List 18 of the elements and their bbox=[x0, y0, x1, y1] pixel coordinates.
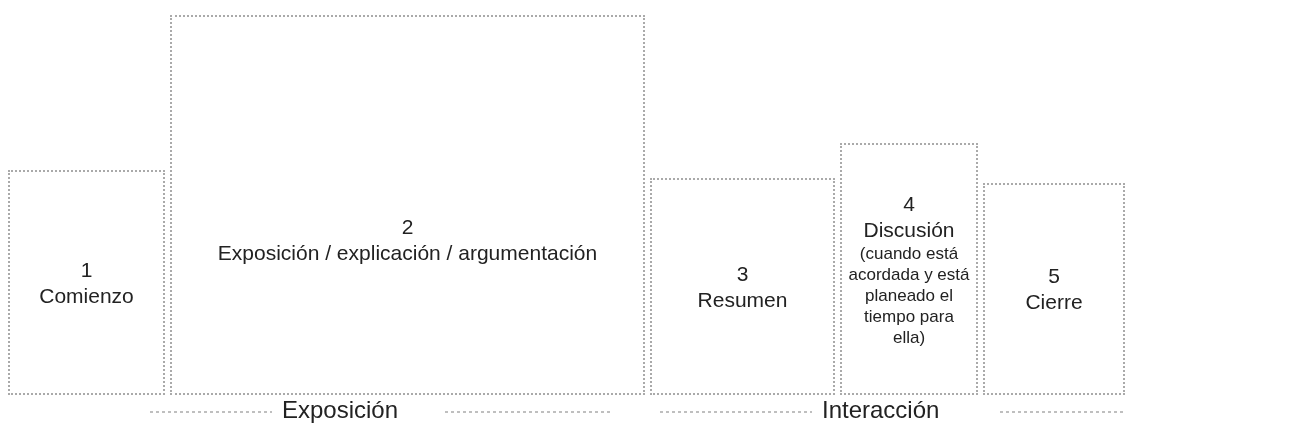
step-number: 1 bbox=[79, 256, 94, 283]
step-title: Discusión bbox=[862, 216, 956, 243]
stage-box bbox=[8, 170, 165, 395]
step-number: 4 bbox=[902, 190, 916, 217]
step-title: Exposición / explicación / argumentación bbox=[217, 240, 598, 266]
stage-box bbox=[840, 143, 978, 395]
stage-box bbox=[650, 178, 835, 395]
stage-box bbox=[983, 183, 1125, 395]
phase-label: Exposición bbox=[282, 396, 399, 424]
step-title: Cierre bbox=[1025, 289, 1083, 315]
step-number: 5 bbox=[1047, 263, 1061, 289]
step-number: 3 bbox=[735, 260, 750, 287]
step-title: Resumen bbox=[697, 286, 788, 313]
step-note: (cuando está acordada y está planeado el tiempo para ella) bbox=[848, 242, 970, 348]
stage-box bbox=[170, 15, 645, 395]
step-title: Comienzo bbox=[39, 282, 134, 309]
phase-label: Interacción bbox=[822, 396, 940, 424]
step-number: 2 bbox=[400, 214, 415, 240]
